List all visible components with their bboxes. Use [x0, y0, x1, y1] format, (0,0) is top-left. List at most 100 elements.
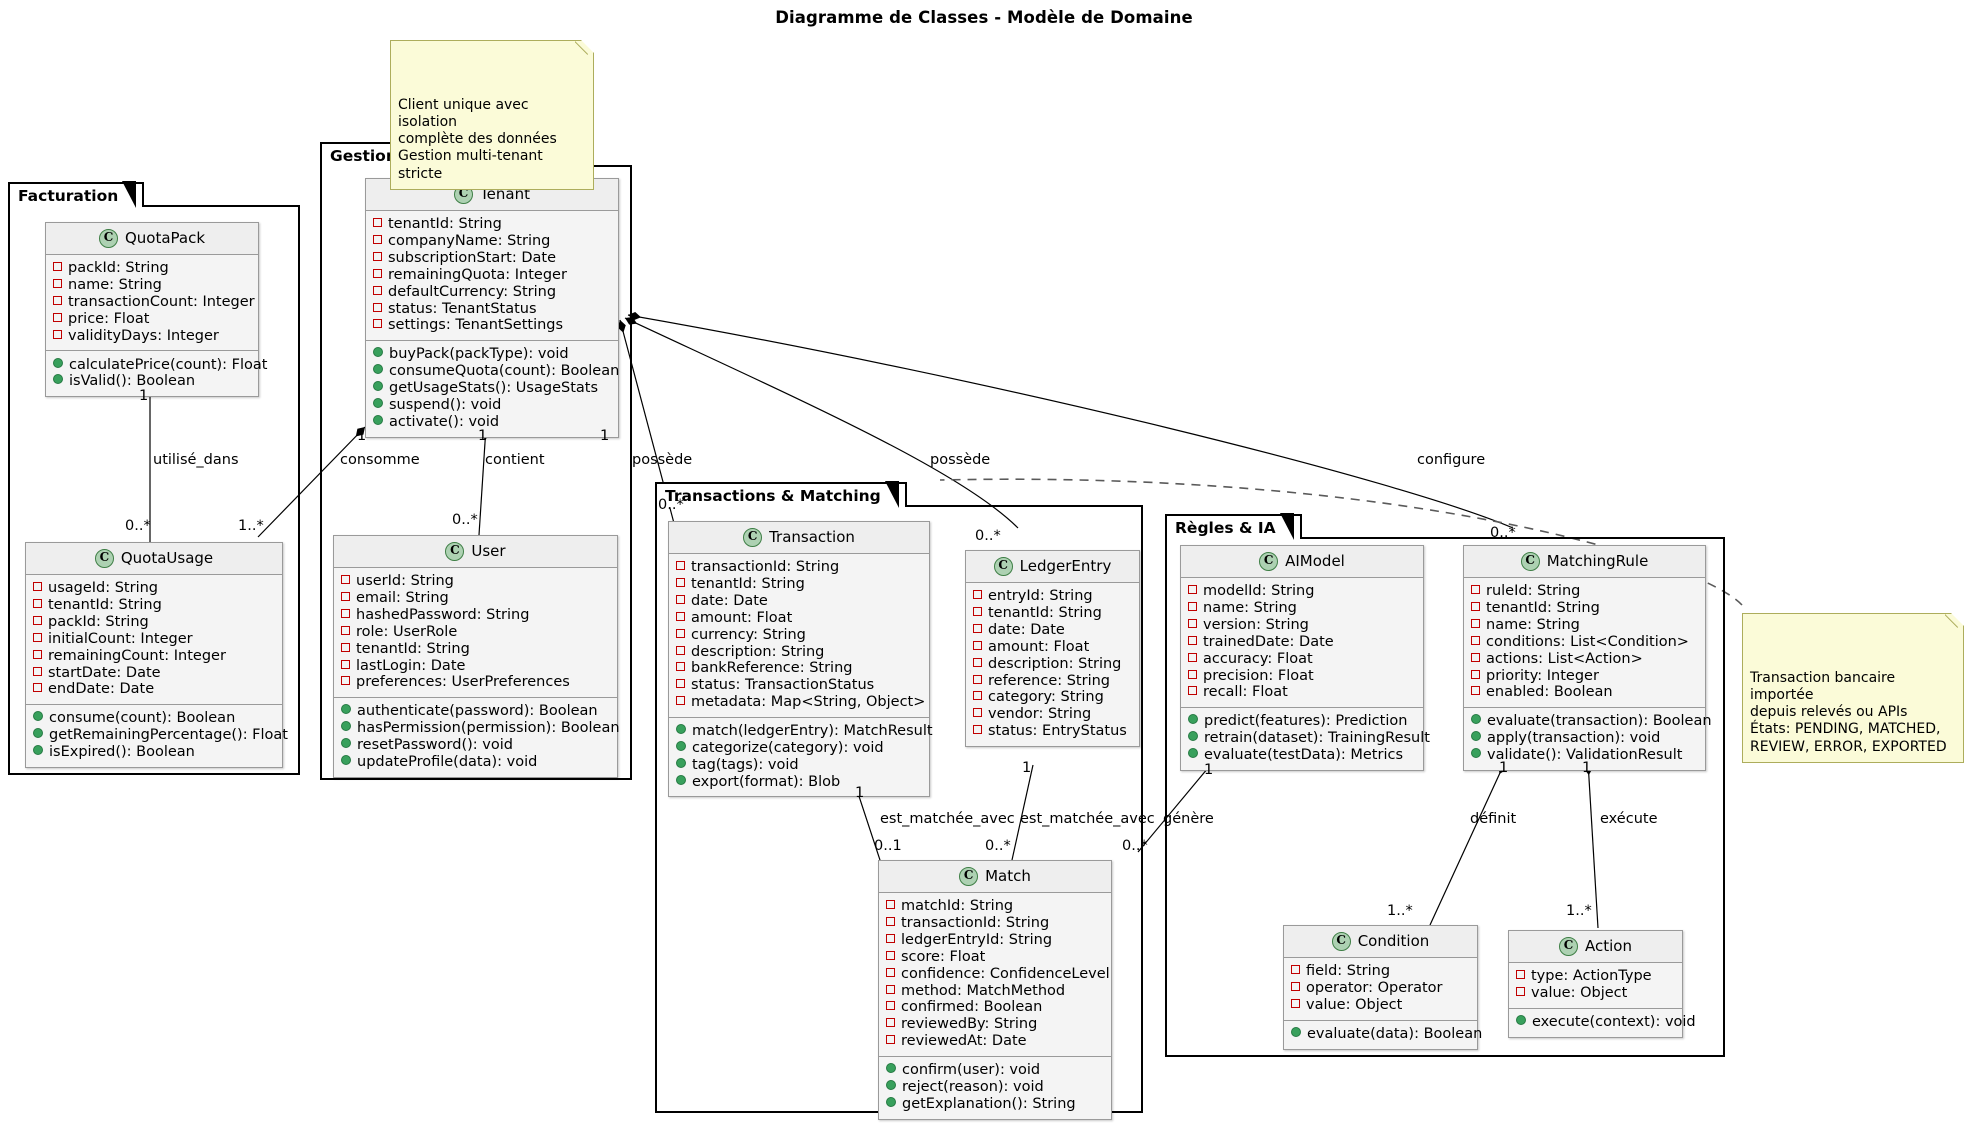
field-row: settings: TenantSettings	[373, 317, 610, 334]
field-label: score: Float	[901, 948, 986, 965]
method-label: calculatePrice(count): Float	[69, 356, 268, 373]
field-row: tenantId: String	[341, 641, 609, 658]
class-title-user: User	[471, 542, 506, 560]
private-field-icon	[886, 1035, 895, 1045]
public-method-icon	[886, 1063, 896, 1074]
field-row: preferences: UserPreferences	[341, 674, 609, 691]
class-action[interactable]: C Action type: ActionType value: Object …	[1508, 930, 1696, 1038]
class-title-ledgerentry: LedgerEntry	[1019, 557, 1112, 575]
class-stereotype-icon: C	[98, 229, 118, 248]
field-label: status: TransactionStatus	[691, 677, 875, 694]
public-method-icon	[373, 347, 383, 358]
note-transaction: Transaction bancaire importée depuis rel…	[1742, 613, 1964, 763]
field-row: method: MatchMethod	[886, 982, 1103, 999]
field-label: ledgerEntryId: String	[901, 931, 1053, 948]
class-title-action: Action	[1585, 937, 1632, 955]
method-label: apply(transaction): void	[1487, 730, 1661, 747]
class-quotapack[interactable]: C QuotaPack packId: String name: String …	[45, 222, 267, 398]
method-row: updateProfile(data): void	[341, 754, 609, 771]
method-row: reject(reason): void	[886, 1079, 1103, 1096]
method-label: isValid(): Boolean	[69, 373, 196, 390]
note-tenant: Client unique avec isolation complète de…	[390, 40, 594, 190]
field-row: trainedDate: Date	[1188, 634, 1415, 651]
field-label: initialCount: Integer	[48, 630, 193, 647]
public-method-icon	[886, 1079, 896, 1090]
field-row: validityDays: Integer	[53, 328, 250, 345]
field-label: type: ActionType	[1531, 968, 1652, 985]
field-label: defaultCurrency: String	[388, 283, 557, 300]
method-row: suspend(): void	[373, 397, 610, 414]
mult-tenant-contient-1: 1	[478, 428, 488, 444]
field-row: status: TenantStatus	[373, 300, 610, 317]
class-ledgerentry[interactable]: C LedgerEntry entryId: String tenantId: …	[965, 550, 1140, 747]
class-header-condition: C Condition	[1284, 926, 1477, 958]
private-field-icon	[1188, 686, 1197, 696]
fields-compartment-quotausage: usageId: String tenantId: String packId:…	[26, 575, 282, 706]
field-row: tenantId: String	[676, 576, 921, 593]
field-row: recall: Float	[1188, 684, 1415, 701]
class-quotausage[interactable]: C QuotaUsage usageId: String tenantId: S…	[25, 542, 288, 768]
private-field-icon	[676, 594, 685, 604]
field-row: entryId: String	[973, 588, 1131, 605]
method-label: getRemainingPercentage(): Float	[49, 727, 288, 744]
class-user[interactable]: C User userId: String email: String hash…	[333, 535, 620, 778]
class-stereotype-icon: C	[445, 542, 465, 561]
field-label: preferences: UserPreferences	[356, 674, 570, 691]
class-condition[interactable]: C Condition field: String operator: Oper…	[1283, 925, 1482, 1050]
class-title-quotapack: QuotaPack	[124, 229, 206, 247]
public-method-icon	[341, 738, 351, 749]
method-row: categorize(category): void	[676, 740, 921, 757]
field-row: tenantId: String	[33, 597, 274, 614]
methods-compartment-quotausage: consume(count): Boolean getRemainingPerc…	[26, 705, 288, 767]
private-field-icon	[33, 683, 42, 693]
class-title-aimodel: AIModel	[1285, 552, 1345, 570]
field-row: vendor: String	[973, 706, 1131, 723]
private-field-icon	[1516, 987, 1525, 997]
method-label: consumeQuota(count): Boolean	[389, 363, 620, 380]
class-title-match: Match	[985, 867, 1031, 885]
package-regles-ia: Règles & IA	[1165, 513, 1725, 1057]
field-row: field: String	[1291, 963, 1469, 980]
method-label: confirm(user): void	[902, 1062, 1041, 1079]
class-header-matchingrule: C MatchingRule	[1464, 546, 1705, 578]
class-matchingrule[interactable]: C MatchingRule ruleId: String tenantId: …	[1463, 545, 1712, 771]
field-label: operator: Operator	[1306, 980, 1443, 997]
field-label: lastLogin: Date	[356, 657, 466, 674]
field-row: packId: String	[53, 260, 250, 277]
class-transaction[interactable]: C Transaction transactionId: String tena…	[668, 521, 933, 798]
private-field-icon	[973, 590, 982, 600]
method-label: authenticate(password): Boolean	[357, 703, 598, 720]
edge-label-contient: contient	[485, 452, 545, 468]
field-label: confirmed: Boolean	[901, 999, 1043, 1016]
method-label: execute(context): void	[1532, 1013, 1696, 1030]
class-match[interactable]: C Match matchId: String transactionId: S…	[878, 860, 1112, 1120]
field-label: value: Object	[1306, 996, 1403, 1013]
field-label: transactionCount: Integer	[68, 293, 255, 310]
edge-label-utilise-dans: utilisé_dans	[153, 452, 239, 468]
edge-label-possede-transaction: possède	[632, 452, 693, 468]
class-aimodel[interactable]: C AIModel modelId: String name: String v…	[1180, 545, 1430, 771]
public-method-icon	[341, 704, 351, 715]
private-field-icon	[1188, 585, 1197, 595]
class-tenant[interactable]: C Tenant tenantId: String companyName: S…	[365, 178, 619, 438]
field-label: date: Date	[691, 592, 768, 609]
private-field-icon	[1516, 970, 1525, 980]
method-label: evaluate(transaction): Boolean	[1487, 713, 1712, 730]
public-method-icon	[1471, 714, 1481, 725]
field-row: subscriptionStart: Date	[373, 250, 610, 267]
private-field-icon	[53, 312, 62, 322]
field-row: remainingQuota: Integer	[373, 267, 610, 284]
method-row: match(ledgerEntry): MatchResult	[676, 723, 933, 740]
field-label: name: String	[68, 277, 162, 294]
fields-compartment-transaction: transactionId: String tenantId: String d…	[669, 554, 929, 718]
field-row: usageId: String	[33, 580, 274, 597]
method-row: calculatePrice(count): Float	[53, 356, 267, 373]
field-row: reviewedAt: Date	[886, 1033, 1103, 1050]
public-method-icon	[1188, 714, 1198, 725]
private-field-icon	[1471, 652, 1480, 662]
field-row: ruleId: String	[1471, 583, 1697, 600]
class-title-quotausage: QuotaUsage	[120, 549, 214, 567]
private-field-icon	[33, 615, 42, 625]
private-field-icon	[886, 900, 895, 910]
public-method-icon	[676, 740, 686, 751]
